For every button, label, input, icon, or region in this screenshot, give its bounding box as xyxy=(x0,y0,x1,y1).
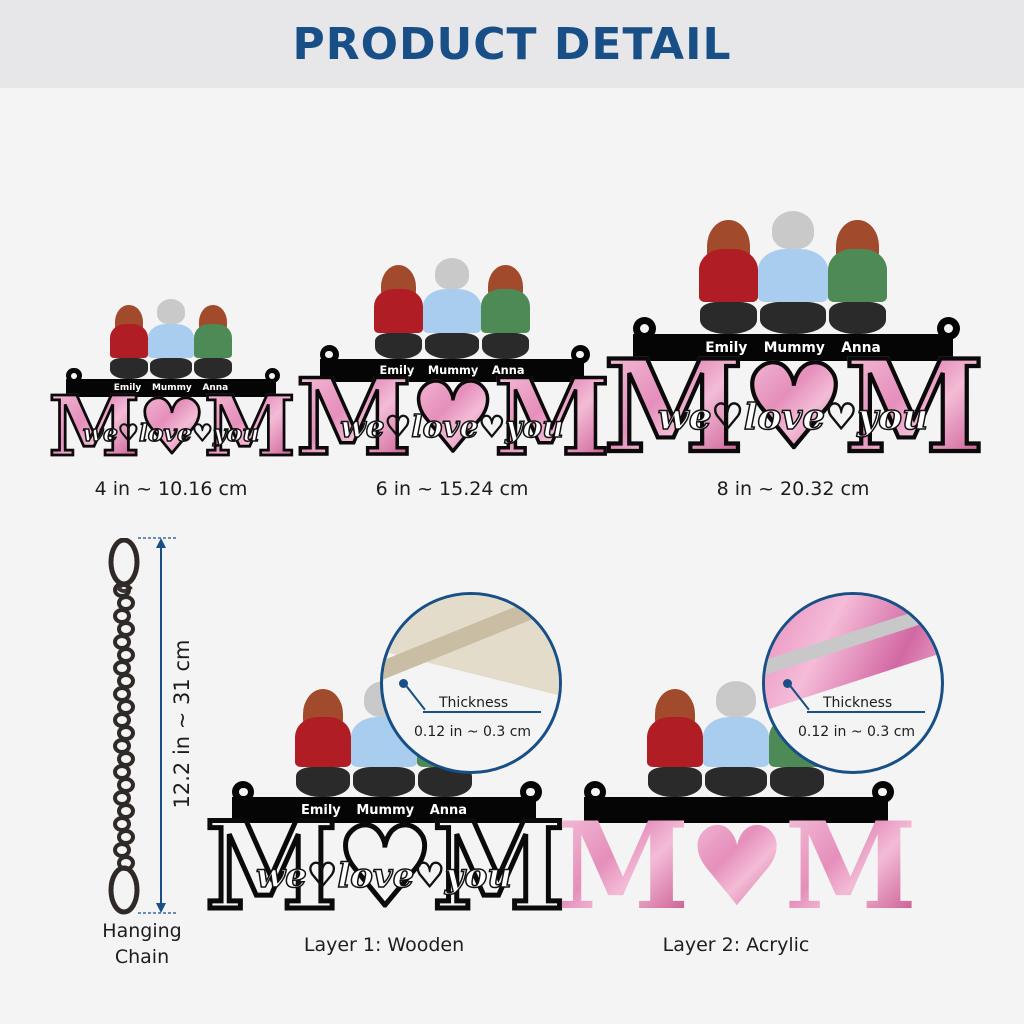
chain-label-line2: Chain xyxy=(114,946,170,968)
hanging-hole xyxy=(319,345,339,365)
hanging-chain-image xyxy=(108,538,140,915)
name-anna: Anna xyxy=(202,382,229,393)
hanging-hole xyxy=(66,367,82,384)
mom-letters: M♥M xyxy=(47,381,297,471)
person-figure xyxy=(109,304,149,379)
person-figure xyxy=(758,211,828,334)
family-illustration xyxy=(693,202,893,334)
family-illustration xyxy=(106,294,237,379)
wood-thickness-value: 0.12 in ~ 0.3 cm xyxy=(414,724,532,740)
acrylic-thickness-magnifier: Thickness 0.12 in ~ 0.3 cm xyxy=(762,592,944,774)
name-anna: Anna xyxy=(429,802,468,818)
name-emily: Emily xyxy=(379,363,415,378)
chain-dimension-label: 12.2 in ~ 31 cm xyxy=(170,639,194,809)
we-love-you-script: we♡love♡you xyxy=(657,396,929,439)
name-anna: Anna xyxy=(841,339,881,356)
name-bar: Emily Mummy Anna xyxy=(66,379,276,397)
hanging-hole xyxy=(570,345,590,365)
letter-m: M xyxy=(294,356,414,480)
heart-letter-o: ♥ xyxy=(687,802,787,931)
person-figure xyxy=(480,264,530,359)
layer-wooden-label: Layer 1: Wooden xyxy=(303,934,465,956)
hanging-hole xyxy=(871,781,894,803)
mom-letters: M♥M xyxy=(294,361,612,475)
person-figure xyxy=(698,219,759,334)
mom-letters: M♥M xyxy=(557,802,917,931)
letter-m: M xyxy=(202,796,340,937)
letter-m: M xyxy=(47,376,141,475)
name-emily: Emily xyxy=(300,802,341,818)
layer-acrylic-ornament: M♥M xyxy=(557,672,917,931)
name-bar: Emily Mummy Anna xyxy=(319,359,585,382)
we-love-you-script: we♡love♡you xyxy=(339,410,564,446)
hanging-hole xyxy=(936,317,960,341)
layer-acrylic-label: Layer 2: Acrylic xyxy=(662,934,810,956)
letter-m: M xyxy=(601,332,746,482)
page-title: PRODUCT DETAIL xyxy=(292,18,732,70)
chain-dimension-arrow xyxy=(138,537,178,914)
heart-letter-o: ♥ xyxy=(740,339,848,476)
name-bar: Emily Mummy Anna xyxy=(632,334,954,362)
name-emily: Emily xyxy=(705,339,748,356)
page-header: PRODUCT DETAIL xyxy=(0,0,1024,88)
person-figure xyxy=(423,257,481,359)
name-bar: Emily Mummy Anna xyxy=(232,797,536,823)
size-label-4in: 4 in ~ 10.16 cm xyxy=(94,478,248,500)
person-figure xyxy=(702,681,769,797)
acrylic-thickness-title: Thickness xyxy=(823,695,893,711)
letter-m: M xyxy=(430,796,568,937)
family-illustration xyxy=(369,252,535,359)
hanging-hole xyxy=(632,317,656,341)
name-emily: Emily xyxy=(113,382,142,393)
size-label-6in: 6 in ~ 15.24 cm xyxy=(375,478,529,500)
name-mummy: Mummy xyxy=(763,339,825,356)
name-bar xyxy=(584,797,888,823)
mom-letters: M♥M xyxy=(202,802,567,931)
person-figure xyxy=(148,299,194,379)
heart-letter-o: ♥ xyxy=(137,381,208,471)
person-figure xyxy=(646,689,703,797)
person-figure xyxy=(374,264,424,359)
hanging-hole xyxy=(264,367,280,384)
hanging-hole xyxy=(519,781,542,803)
name-mummy: Mummy xyxy=(151,382,192,393)
letter-m: M xyxy=(492,356,612,480)
letter-m: M xyxy=(842,332,987,482)
hanging-hole xyxy=(584,781,607,803)
we-love-you-script: we♡love♡you xyxy=(82,419,260,449)
letter-m: M xyxy=(556,796,690,937)
size-label-8in: 8 in ~ 20.32 cm xyxy=(716,478,870,500)
person-figure xyxy=(827,219,888,334)
name-mummy: Mummy xyxy=(427,363,479,378)
acrylic-thickness-value: 0.12 in ~ 0.3 cm xyxy=(798,724,916,740)
person-figure xyxy=(193,304,233,379)
name-anna: Anna xyxy=(491,363,525,378)
person-figure xyxy=(294,689,351,797)
mom-letters: M♥M xyxy=(601,339,986,476)
letter-m: M xyxy=(784,796,917,937)
chain-label-line1: Hanging xyxy=(102,920,182,942)
letter-m: M xyxy=(203,376,297,475)
name-mummy: Mummy xyxy=(356,802,415,818)
heart-letter-o: ♥ xyxy=(408,361,498,475)
hanging-hole xyxy=(232,781,255,803)
we-love-you-script: we♡love♡you xyxy=(255,855,513,897)
wood-thickness-title: Thickness xyxy=(439,695,509,711)
wood-thickness-magnifier: Thickness 0.12 in ~ 0.3 cm xyxy=(380,592,562,774)
heart-letter-o: ♥ xyxy=(333,802,437,931)
